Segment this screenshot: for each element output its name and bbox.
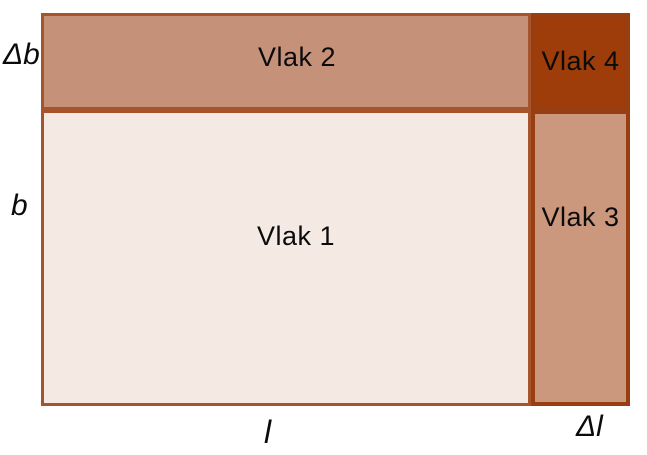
region-vlak4: Vlak 4 <box>531 13 630 110</box>
dimension-label-l: l <box>264 414 272 450</box>
region-vlak1-label: Vlak 1 <box>256 220 336 251</box>
region-vlak4-label: Vlak 4 <box>541 46 620 76</box>
dimension-label-delta-l: Δl <box>576 410 603 443</box>
region-vlak2: Vlak 2 <box>41 13 531 110</box>
region-vlak1: Vlak 1 <box>41 110 531 406</box>
region-vlak3: Vlak 3 <box>531 110 630 406</box>
dimension-label-delta-b: Δb <box>3 38 40 71</box>
dimension-label-b: b <box>11 189 28 222</box>
region-vlak3-label: Vlak 3 <box>541 201 620 232</box>
region-vlak2-label: Vlak 2 <box>257 42 337 72</box>
